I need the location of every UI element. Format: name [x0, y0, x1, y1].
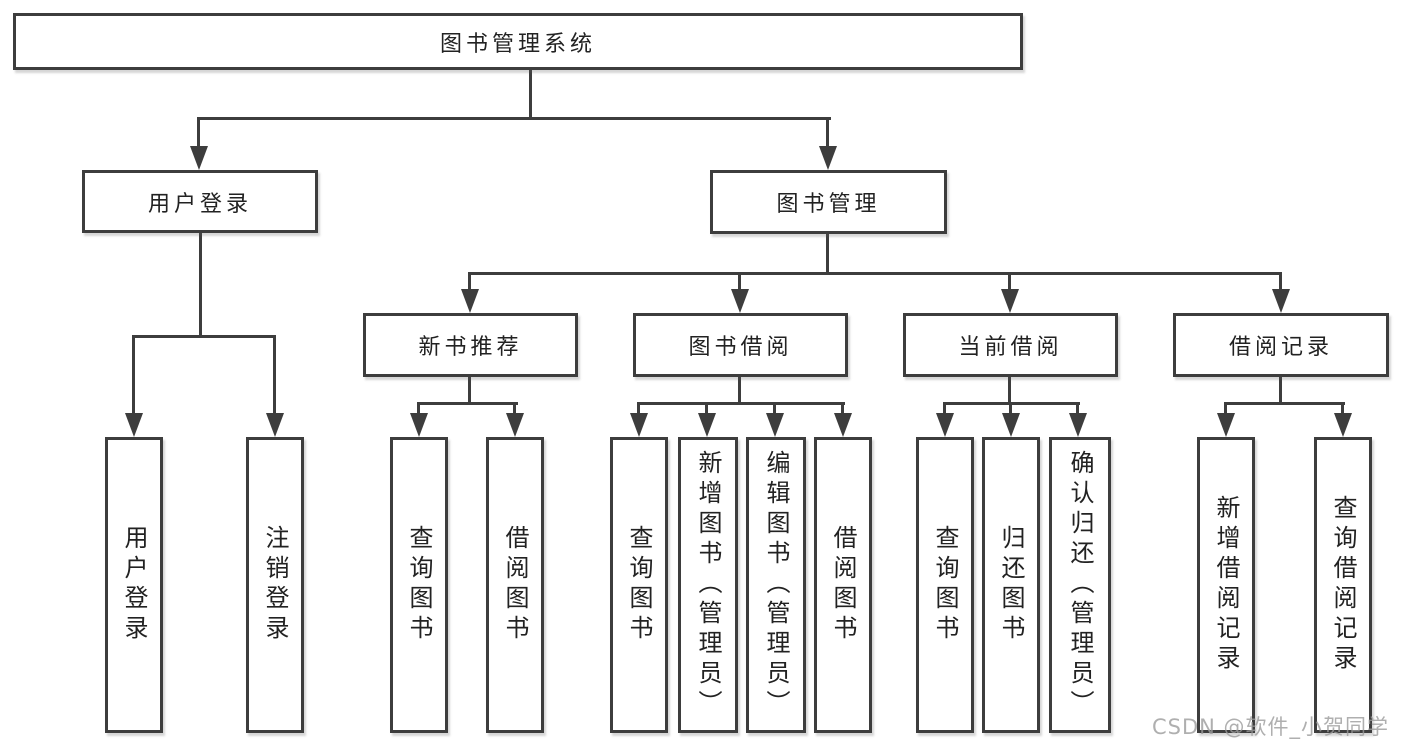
connector-borrowrecords-stem [1279, 377, 1282, 405]
arrow-down-icon [190, 146, 208, 170]
connector-stem-borrow-records [1279, 272, 1282, 293]
connector-stem [513, 402, 516, 417]
leaf-query-book-current: 查询图书 [916, 437, 974, 733]
connector-stem-current-borrow [1008, 272, 1011, 293]
connector-stem [1076, 402, 1079, 417]
leaf-add-borrow-record: 新增借阅记录 [1197, 437, 1255, 733]
connector-stem-new-book [468, 272, 471, 293]
connector-bookborrow-stem [738, 377, 741, 405]
arrow-down-icon [266, 413, 284, 437]
connector-stem [417, 402, 420, 417]
connector-stem-leaf-logout [273, 335, 276, 417]
node-current-borrow: 当前借阅 [903, 313, 1118, 377]
connector-userlogin-stem [199, 233, 202, 338]
connector-stem-user-login [197, 117, 200, 150]
arrow-down-icon [506, 413, 524, 437]
arrow-down-icon [1334, 413, 1352, 437]
arrow-down-icon [410, 413, 428, 437]
leaf-add-book-admin: 新增图书（管理员） [678, 437, 738, 733]
arrow-down-icon [1217, 413, 1235, 437]
arrow-down-icon [630, 413, 648, 437]
connector-stem-book-management [826, 117, 829, 150]
node-book-borrow: 图书借阅 [633, 313, 848, 377]
connector-level2-rail [197, 117, 831, 120]
connector-bookmgmt-stem [826, 234, 829, 275]
node-root-system: 图书管理系统 [13, 13, 1023, 70]
arrow-down-icon [731, 289, 749, 313]
arrow-down-icon [1272, 289, 1290, 313]
leaf-confirm-return-admin: 确认归还（管理员） [1049, 437, 1111, 733]
connector-stem-leaf-login [132, 335, 135, 417]
leaf-edit-book-admin: 编辑图书（管理员） [746, 437, 806, 733]
csdn-watermark: CSDN @软件_小贺同学 [1152, 715, 1390, 739]
connector-stem [705, 402, 708, 417]
connector-stem [1224, 402, 1227, 417]
arrow-down-icon [125, 413, 143, 437]
connector-stem [1341, 402, 1344, 417]
arrow-down-icon [1002, 413, 1020, 437]
node-book-management: 图书管理 [710, 170, 947, 234]
connector-currentborrow-stem [1008, 377, 1011, 405]
arrow-down-icon [1069, 413, 1087, 437]
connector-stem [637, 402, 640, 417]
leaf-borrow-book: 借阅图书 [814, 437, 872, 733]
connector-bookborrow-rail [637, 402, 845, 405]
leaf-borrow-book-recommend: 借阅图书 [486, 437, 544, 733]
node-borrow-records: 借阅记录 [1173, 313, 1389, 377]
leaf-query-borrow-record: 查询借阅记录 [1314, 437, 1372, 733]
connector-newbook-rail [417, 402, 518, 405]
connector-level3-rail [468, 272, 1282, 275]
connector-borrowrecords-rail [1224, 402, 1345, 405]
arrow-down-icon [819, 146, 837, 170]
arrow-down-icon [698, 413, 716, 437]
connector-stem [1009, 402, 1012, 417]
node-new-book-recommend: 新书推荐 [363, 313, 578, 377]
leaf-logout-login: 注销登录 [246, 437, 304, 733]
connector-userlogin-rail [132, 335, 276, 338]
leaf-query-book-recommend: 查询图书 [390, 437, 448, 733]
arrow-down-icon [834, 413, 852, 437]
leaf-user-login: 用户登录 [105, 437, 163, 733]
leaf-return-book: 归还图书 [982, 437, 1040, 733]
arrow-down-icon [461, 289, 479, 313]
node-user-login: 用户登录 [82, 170, 318, 233]
connector-stem [841, 402, 844, 417]
connector-stem [773, 402, 776, 417]
arrow-down-icon [766, 413, 784, 437]
arrow-down-icon [936, 413, 954, 437]
connector-newbook-stem [468, 377, 471, 405]
arrow-down-icon [1001, 289, 1019, 313]
connector-stem [943, 402, 946, 417]
connector-stem-book-borrow [738, 272, 741, 293]
leaf-query-book-borrow: 查询图书 [610, 437, 668, 733]
connector-root-stem [529, 69, 532, 120]
